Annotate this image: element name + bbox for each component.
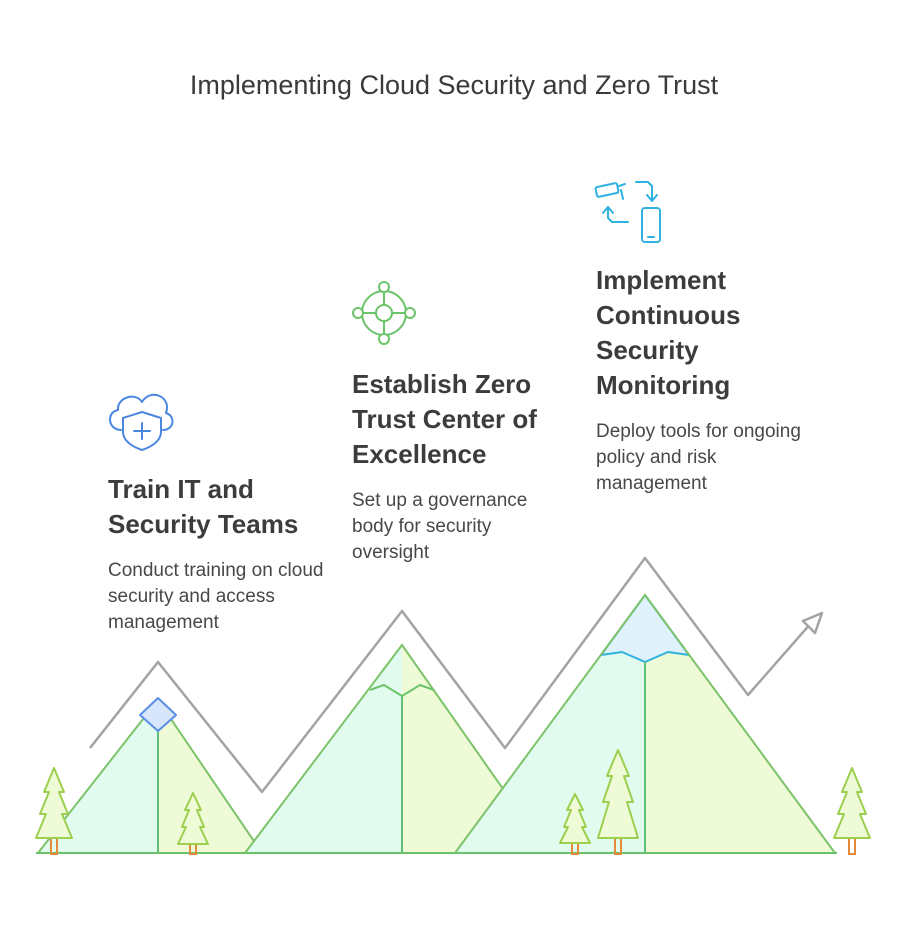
tree-4 — [597, 749, 639, 855]
tree-1 — [35, 767, 73, 855]
mountain-2-snowline — [369, 684, 435, 697]
mountain-1 — [37, 697, 263, 854]
step-1-heading: Train IT and Security Teams — [108, 474, 299, 539]
mountain-1-peak — [139, 697, 177, 732]
cloud-shield-icon — [109, 393, 174, 451]
mountain-3-outline — [454, 593, 836, 854]
step-3-heading: Implement Continuous Security Monitoring — [596, 265, 741, 400]
mountain-2-outline — [244, 643, 549, 854]
network-hub-icon — [352, 281, 416, 345]
step-1-description: Conduct training on cloud security and a… — [108, 560, 324, 633]
tree-5 — [833, 767, 871, 855]
progress-path — [89, 556, 824, 794]
step-2-description: Set up a governance body for security ov… — [352, 490, 528, 563]
step-2-card: Establish Zero Trust Center of Excellenc… — [352, 367, 572, 566]
progress-path-line — [89, 556, 813, 794]
tree-3 — [559, 793, 591, 855]
camera-sync-icon — [594, 181, 661, 243]
page-title: Implementing Cloud Security and Zero Tru… — [189, 70, 719, 100]
tree-2 — [177, 792, 209, 855]
mountain-3 — [454, 593, 836, 854]
step-3-description: Deploy tools for ongoing policy and risk… — [596, 421, 801, 494]
step-3-card: Implement Continuous Security Monitoring… — [596, 263, 816, 497]
step-2-heading: Establish Zero Trust Center of Excellenc… — [352, 369, 537, 469]
mountain-3-peak-cap — [600, 594, 690, 663]
step-1-card: Train IT and Security Teams Conduct trai… — [108, 472, 348, 636]
arrow-head-icon — [801, 611, 824, 635]
